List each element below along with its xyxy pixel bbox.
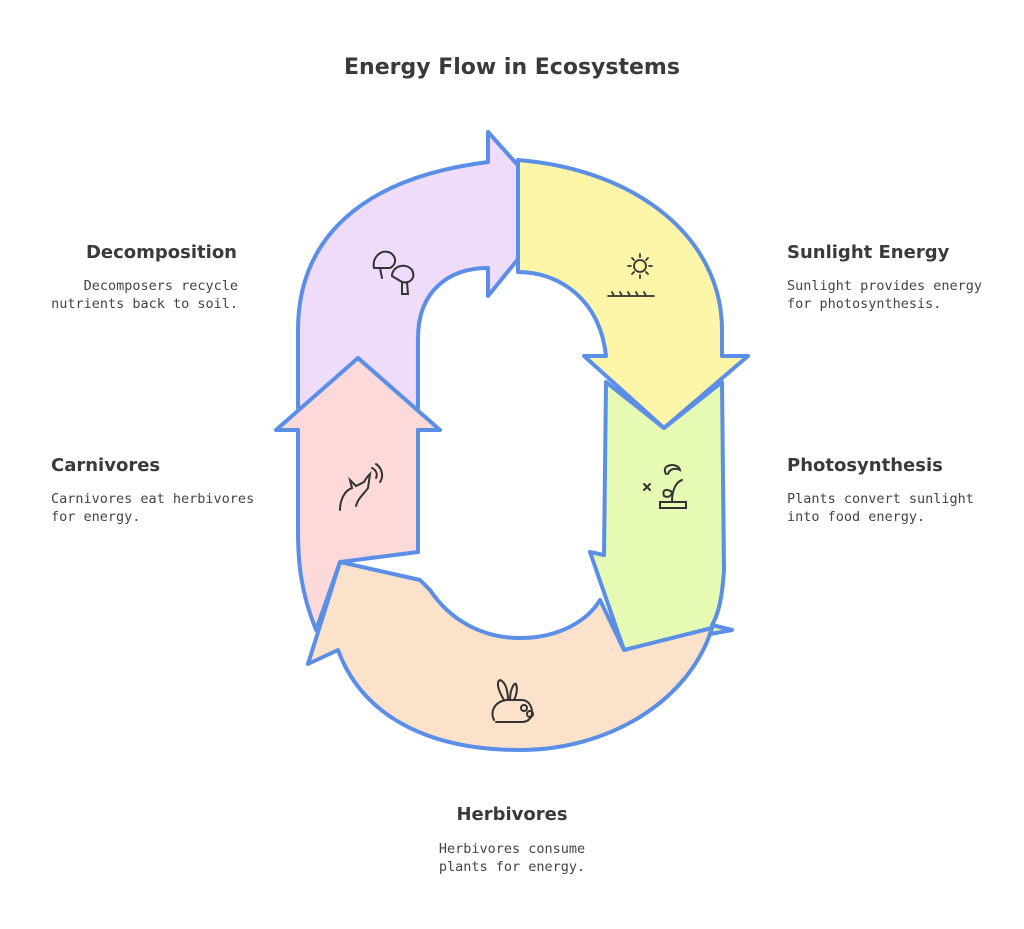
sun-icon bbox=[607, 253, 655, 297]
desc-photosynthesis: Plants convert sunlight into food energy… bbox=[787, 490, 974, 526]
desc-carnivores: Carnivores eat herbivores for energy. bbox=[51, 490, 254, 526]
desc-line: for energy. bbox=[51, 509, 141, 525]
label-carnivores: Carnivores bbox=[51, 455, 161, 476]
desc-herbivores: Herbivores consume plants for energy. bbox=[362, 840, 662, 876]
plant-icon bbox=[643, 464, 687, 509]
desc-line: plants for energy. bbox=[438, 859, 586, 875]
herbivores-arrow bbox=[306, 560, 714, 752]
desc-line: Herbivores consume bbox=[438, 841, 586, 857]
desc-line: Sunlight provides energy bbox=[787, 278, 983, 294]
desc-sunlight: Sunlight provides energy for photosynthe… bbox=[787, 277, 982, 313]
mushroom-icon bbox=[372, 250, 415, 295]
sunlight-arrow bbox=[516, 158, 750, 430]
desc-line: Carnivores eat herbivores bbox=[51, 491, 255, 507]
desc-line: Decomposers recycle bbox=[83, 278, 238, 294]
wolf-icon bbox=[339, 463, 384, 511]
label-decomposition: Decomposition bbox=[85, 242, 237, 263]
desc-decomposition: Decomposers recycle nutrients back to so… bbox=[51, 277, 238, 313]
desc-line: Plants convert sunlight bbox=[787, 491, 974, 507]
decomposition-arrow bbox=[296, 130, 560, 410]
desc-line: nutrients back to soil. bbox=[51, 296, 238, 312]
rabbit-icon bbox=[491, 678, 534, 723]
label-photosynthesis: Photosynthesis bbox=[787, 455, 943, 476]
carnivores-arrow bbox=[274, 356, 442, 632]
desc-line: for photosynthesis. bbox=[787, 296, 942, 312]
diagram-title: Energy Flow in Ecosystems bbox=[344, 55, 680, 80]
desc-line: into food energy. bbox=[787, 509, 926, 525]
label-sunlight: Sunlight Energy bbox=[787, 242, 950, 263]
label-herbivores: Herbivores bbox=[456, 804, 568, 825]
